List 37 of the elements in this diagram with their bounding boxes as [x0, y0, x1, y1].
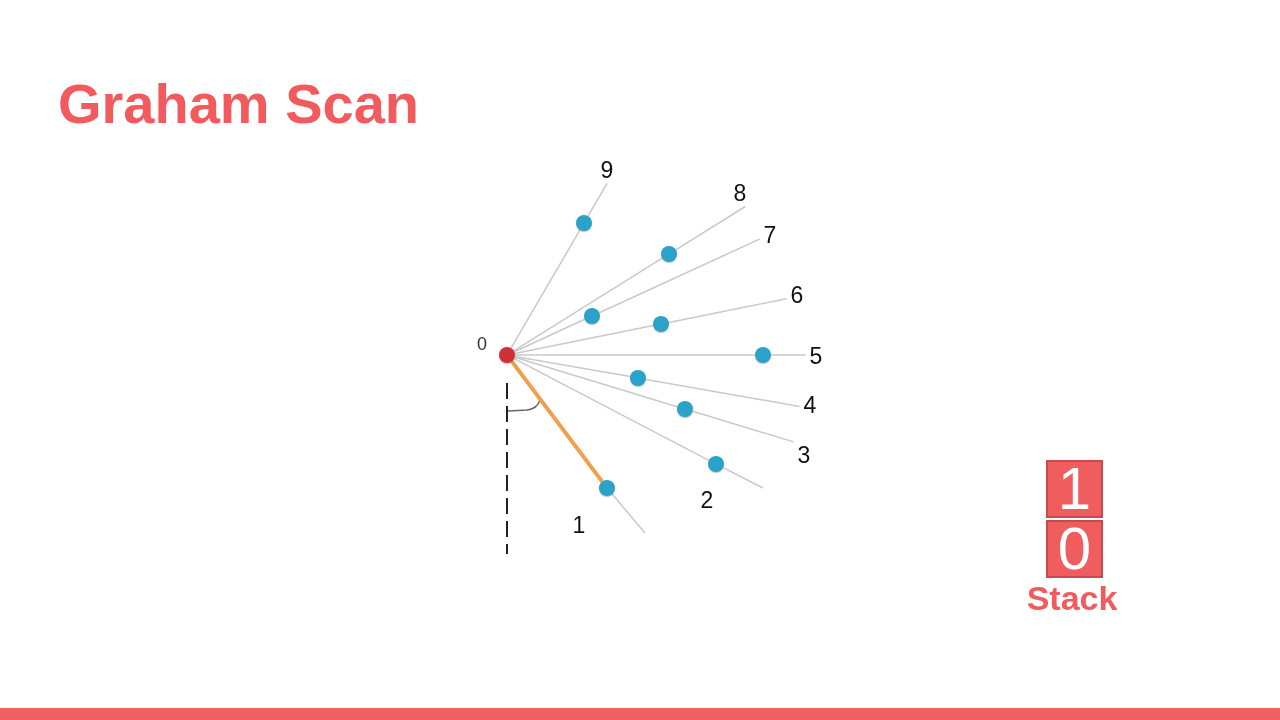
ray-line	[770, 354, 807, 356]
stack-entry: 1	[1046, 460, 1103, 518]
ray-number: 4	[799, 391, 821, 419]
data-point	[630, 370, 646, 386]
ray-line	[513, 356, 679, 408]
stack-caption: Stack	[1026, 581, 1118, 615]
stack-entry: 0	[1046, 520, 1103, 578]
data-point	[755, 347, 771, 363]
ray-number: 3	[793, 441, 815, 469]
ray-line	[598, 238, 761, 314]
ray-number: 6	[786, 281, 808, 309]
slide-title: Graham Scan	[58, 76, 420, 132]
ray-line	[513, 357, 710, 462]
point-label: 0	[477, 335, 487, 353]
ray-line	[514, 324, 654, 355]
ray-line	[510, 229, 581, 349]
data-point	[653, 316, 669, 332]
ray-number: 8	[729, 179, 751, 207]
ray-line	[587, 182, 608, 217]
data-point	[576, 215, 592, 231]
data-point	[677, 401, 693, 417]
hull-segment	[510, 360, 604, 483]
ray-line	[668, 297, 788, 324]
ray-number: 5	[805, 342, 827, 370]
ray-number: 9	[596, 156, 618, 184]
ray-line	[645, 378, 801, 408]
ray-line	[675, 205, 746, 251]
ray-line	[691, 410, 795, 443]
ray-line	[514, 354, 756, 356]
point-label: 1	[572, 513, 586, 537]
ray-line	[513, 318, 586, 353]
data-point	[661, 246, 677, 262]
ray-line	[514, 355, 631, 378]
ray-number: 7	[759, 221, 781, 249]
data-point	[584, 308, 600, 324]
point-label: 2	[700, 488, 714, 512]
ray-line	[513, 257, 663, 352]
